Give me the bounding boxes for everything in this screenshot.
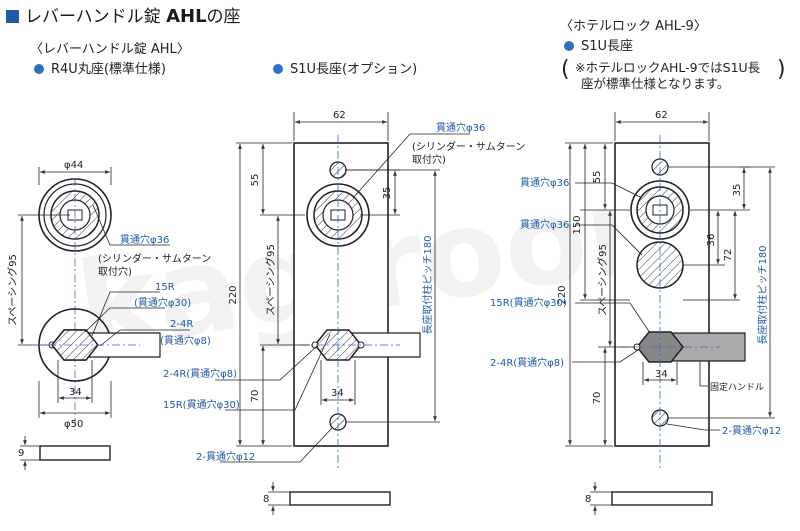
right-group-label: 〈ホテルロック AHL-9〉 [560,19,707,34]
left-side-view [39,445,111,461]
label-15r-right: 15R(貫通穴φ30) [490,296,567,309]
dim-35-right: 35 [732,184,743,197]
label-hole8: (貫通穴φ8) [160,334,211,347]
dim-220-right: 220 [557,285,568,304]
bullet-icon [564,41,574,51]
dim-spacing-mid: スペーシング95 [264,244,277,316]
dim-36-right: 36 [706,234,717,247]
dim-spacing-right: スペーシング95 [596,244,609,316]
right-side-view [611,491,713,506]
left-variant-label: R4U丸座(標準仕様) [34,63,166,76]
right-note: ( ※ホテルロックAHL-9ではS1U長 座が標準仕様となります。 ) [561,57,786,92]
left-group-label: 〈レバーハンドル錠 AHL〉 [30,42,190,57]
dim-phi50: φ50 [64,419,83,430]
dim-55-right: 55 [592,171,603,184]
label-hole36a-right: 貫通穴φ36 [520,176,569,189]
label-fixed-handle: 固定ハンドル [710,381,764,393]
label-hole36-mid-note2: 取付穴) [412,153,446,166]
mid-variant-label: S1U長座(オプション) [273,63,417,76]
dim-8-right: 8 [585,494,591,505]
label-hole30: (貫通穴φ30) [134,296,191,309]
dim-pitch-right: 長座取付柱ピッチ180 [756,245,769,344]
label-2-4r: 2-4R [170,319,193,330]
dim-spacing95: スペーシング95 [6,254,19,326]
title-square-icon [6,10,19,23]
label-2-4r-right: 2-4R(貫通穴φ8) [490,356,564,369]
mid-side-view [289,491,391,506]
dim-pitch-mid: 長座取付柱ピッチ180 [421,235,434,334]
label-hole36-note2: 取付穴) [98,265,132,278]
dim-34-right: 34 [655,369,668,380]
dim-55-mid: 55 [250,174,261,187]
dim-150-right: 150 [572,215,583,234]
dim-34-mid: 34 [331,388,344,399]
dim-70-mid: 70 [250,390,261,403]
label-2-4r-mid: 2-4R(貫通穴φ8) [163,367,237,380]
bullet-icon [34,64,44,74]
dim-34: 34 [69,387,82,398]
label-15r: 15R [155,282,175,293]
page-title: レバーハンドル錠 AHLの座 [6,8,241,26]
label-hole36-mid: 貫通穴φ36 [436,121,485,134]
dim-62-right: 62 [655,110,668,121]
label-15r-mid: 15R(貫通穴φ30) [163,398,240,411]
mid-plate [293,142,389,447]
right-drawing [565,112,775,515]
dim-72-right: 72 [723,249,734,262]
dim-220-mid: 220 [228,285,239,304]
dim-70-right: 70 [592,392,603,405]
dim-9: 9 [18,448,24,459]
left-drawing [18,167,190,470]
dim-35-mid: 35 [382,187,393,200]
label-hole36-note1: (シリンダー・サムターン [98,252,211,265]
label-hole12-mid: 2-貫通穴φ12 [196,450,255,463]
label-hole36: 貫通穴φ36 [120,233,169,246]
dim-phi44: φ44 [64,160,83,171]
label-hole36-mid-note1: (シリンダー・サムターン [412,140,525,153]
mid-lever [338,332,421,358]
dim-62-mid: 62 [333,110,346,121]
mid-drawing [215,112,470,515]
bullet-icon [273,64,283,74]
label-hole36b-right: 貫通穴φ36 [520,218,569,231]
label-hole12-right: 2-貫通穴φ12 [722,424,781,437]
right-variant-label: S1U長座 [564,40,633,53]
dim-8-mid: 8 [263,494,269,505]
